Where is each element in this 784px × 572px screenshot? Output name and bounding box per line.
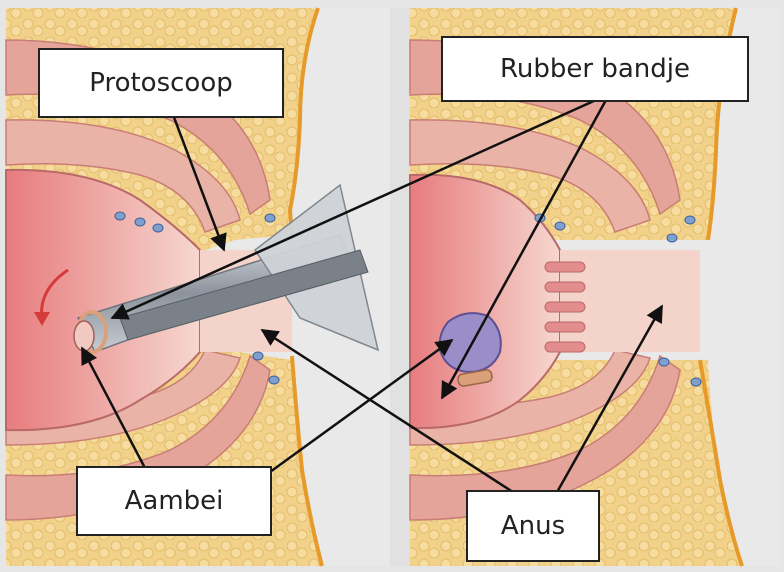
label-hemorrhoid-text: Aambei [125, 486, 224, 516]
label-rubber-band-text: Rubber bandje [500, 54, 690, 84]
panel-divider [390, 8, 410, 566]
label-anus-text: Anus [501, 511, 565, 541]
scope-tip [74, 321, 94, 351]
label-hemorrhoid: Aambei [76, 466, 272, 536]
label-rubber-band: Rubber bandje [441, 36, 749, 102]
label-anus: Anus [466, 490, 600, 562]
label-protoscoop: Protoscoop [38, 48, 284, 118]
label-protoscoop-text: Protoscoop [89, 68, 233, 98]
